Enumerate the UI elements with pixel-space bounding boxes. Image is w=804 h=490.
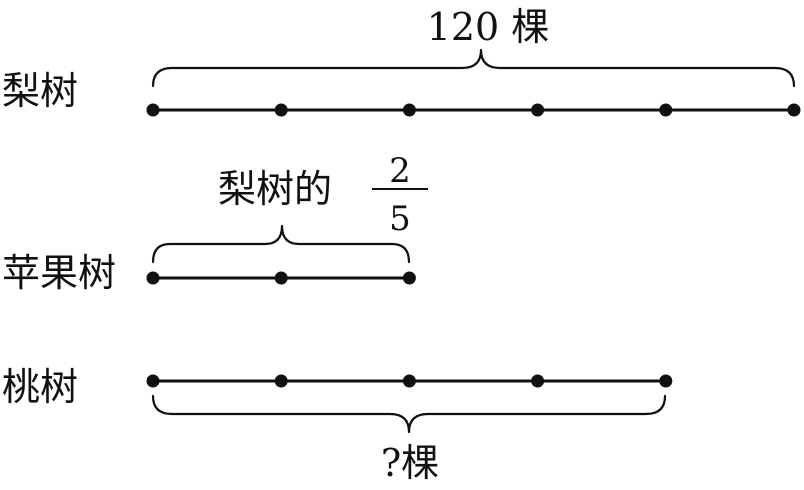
pear-division-point: [659, 103, 673, 117]
pear-division-point: [402, 103, 416, 117]
peach-row-label: 桃树: [2, 365, 78, 409]
peach-unknown-label: ?棵: [381, 441, 439, 485]
peach-unknown-brace: [151, 394, 667, 434]
pear-division-point: [787, 103, 801, 117]
apple-annotation-prefix: 梨树的: [218, 167, 332, 211]
pear-division-point: [531, 103, 545, 117]
pear-division-point: [146, 103, 160, 117]
apple-division-point: [402, 271, 416, 285]
pear-division-point: [274, 103, 288, 117]
peach-division-point: [402, 374, 416, 388]
apple-division-point: [146, 271, 160, 285]
peach-division-point: [274, 374, 288, 388]
apple-row-label: 苹果树: [2, 251, 116, 295]
segment-lines-group: [146, 103, 801, 388]
pear-total-brace: [151, 48, 796, 88]
peach-division-point: [659, 374, 673, 388]
apple-division-point: [274, 271, 288, 285]
fraction-numerator: 2: [389, 151, 411, 191]
pear-row-label: 梨树: [2, 69, 78, 113]
apple-brace: [151, 224, 411, 264]
pear-total-label: 120 棵: [427, 5, 550, 49]
peach-division-point: [531, 374, 545, 388]
peach-division-point: [146, 374, 160, 388]
fraction-denominator: 5: [389, 199, 411, 239]
